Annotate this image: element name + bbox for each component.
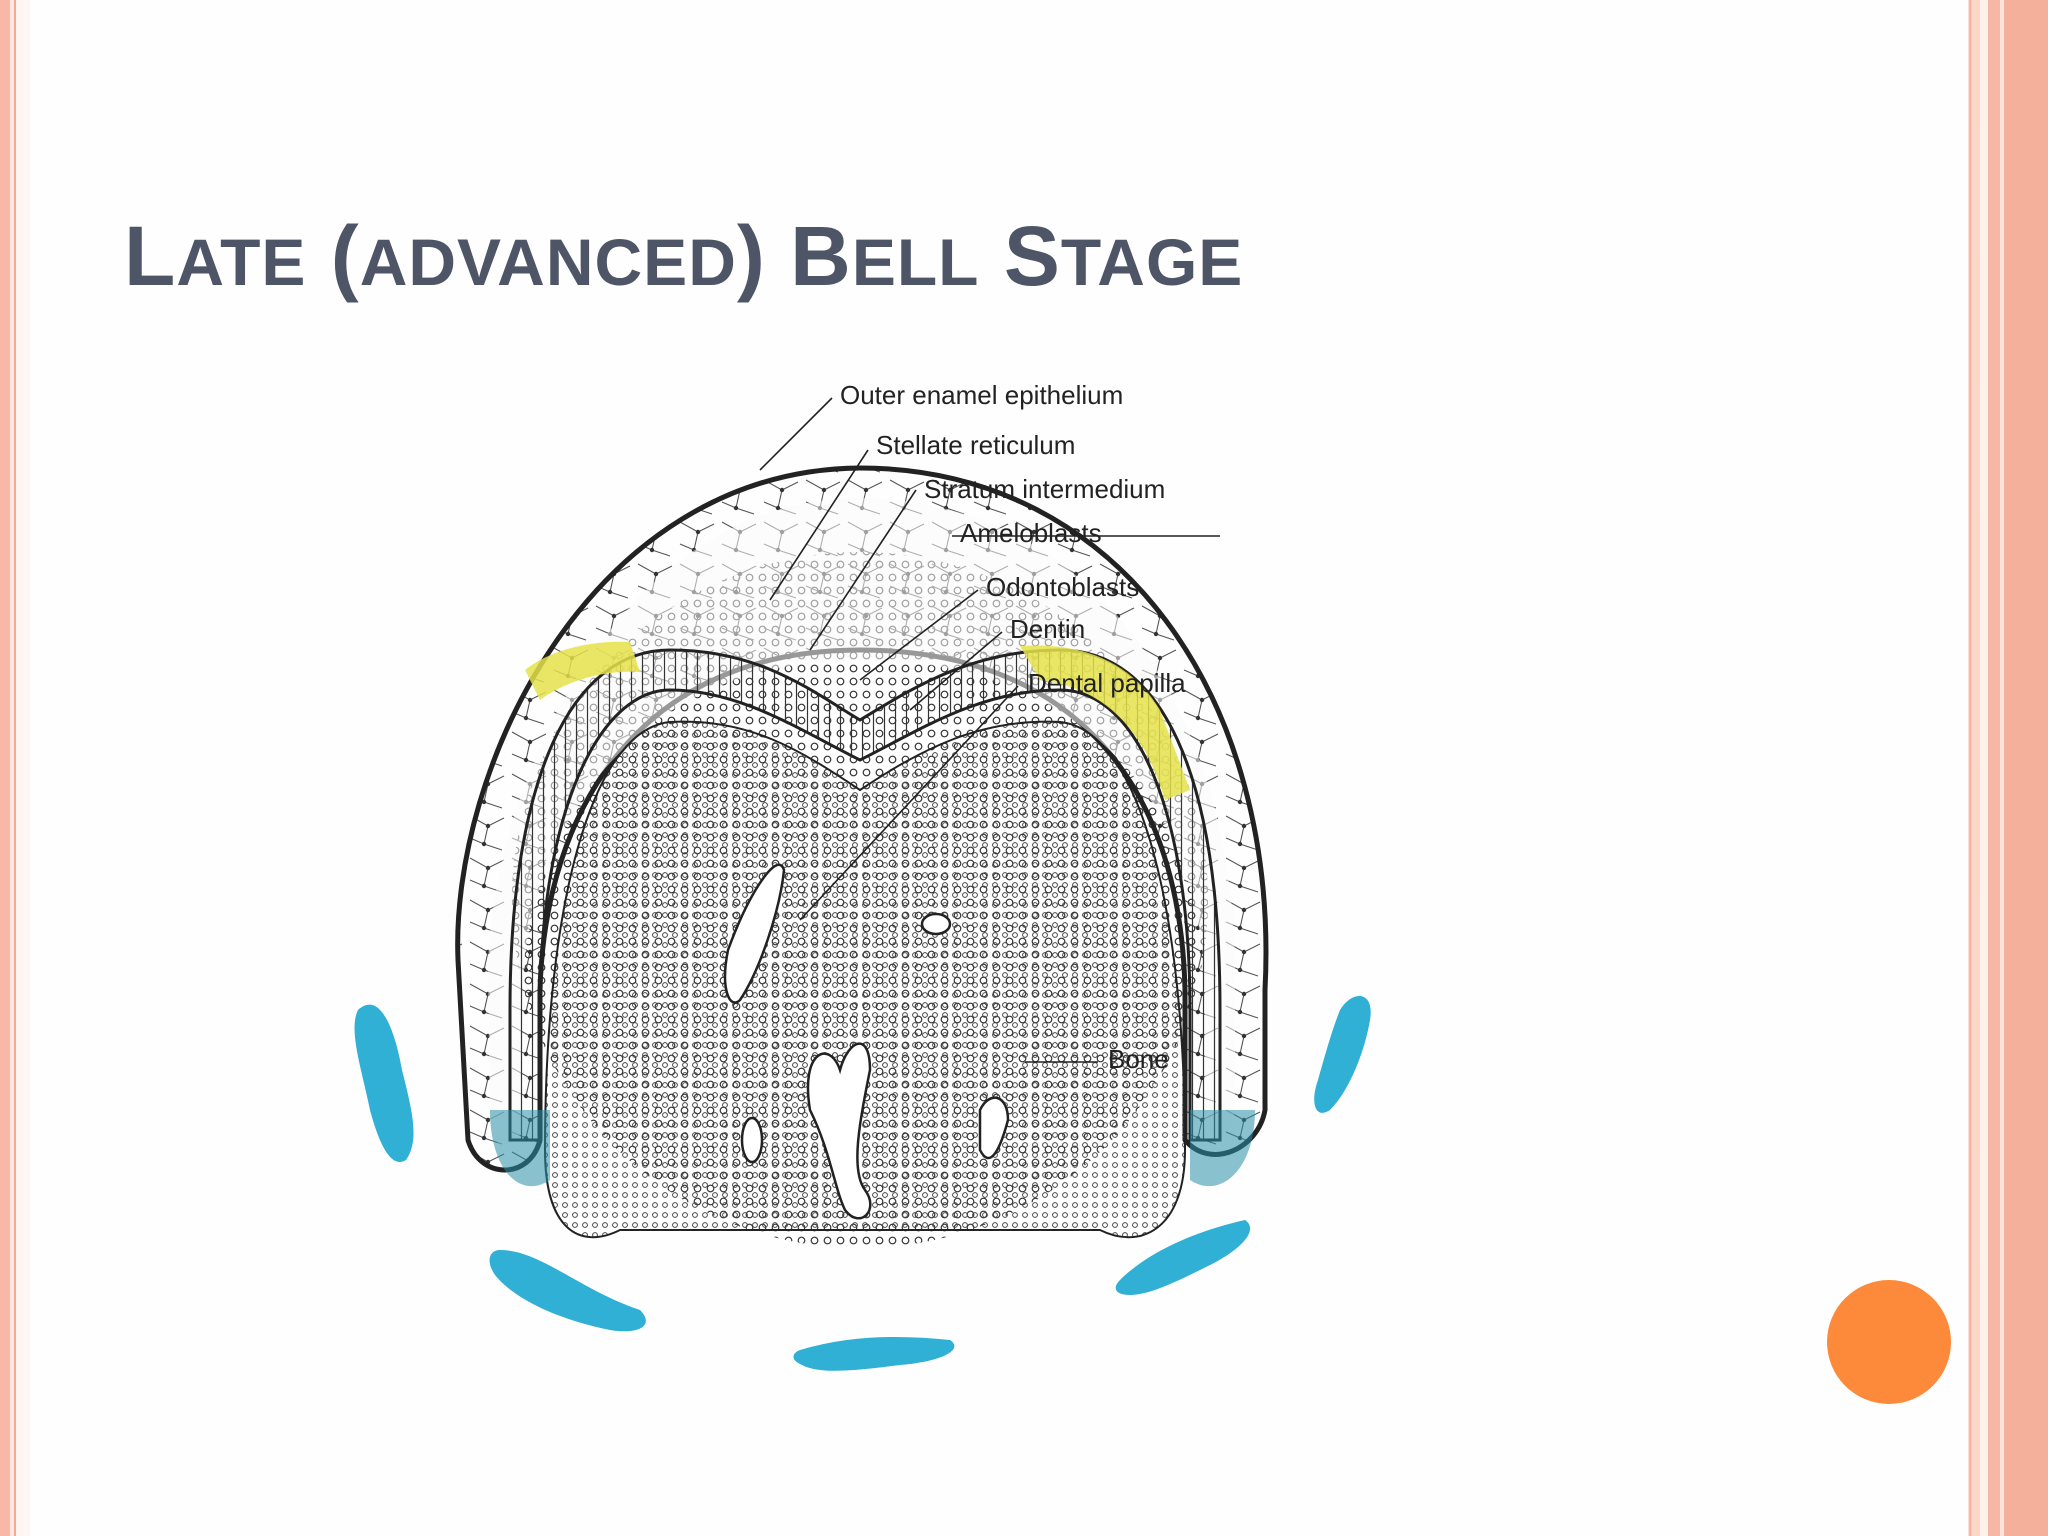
- blood-vessel: [723, 863, 786, 1004]
- cervical-loop-left: [490, 1110, 550, 1187]
- cervical-loop-right: [1190, 1110, 1255, 1187]
- label-outer-enamel-epithelium: Outer enamel epithelium: [840, 380, 1123, 410]
- blood-vessel: [806, 1042, 872, 1220]
- bone-fragment: [1115, 1220, 1251, 1295]
- label-dentin: Dentin: [1010, 614, 1085, 644]
- dentin-highlight-right: [1020, 645, 1190, 800]
- left-border-decoration: [0, 0, 30, 1536]
- bone-fragment: [1314, 996, 1371, 1113]
- bone-fragment: [793, 1337, 955, 1371]
- label-bone: Bone: [1108, 1044, 1169, 1074]
- label-dental-papilla: Dental papilla: [1028, 668, 1186, 698]
- slide-title: LATE (ADVANCED) BELL STAGE: [124, 209, 1244, 303]
- bone-fragment: [489, 1250, 646, 1332]
- bone-fragment: [354, 1004, 414, 1162]
- label-ameloblasts: Ameloblasts: [960, 518, 1102, 548]
- label-odontoblasts: Odontoblasts: [986, 572, 1139, 602]
- blood-vessel: [740, 1116, 764, 1164]
- label-stellate-reticulum: Stellate reticulum: [876, 430, 1075, 460]
- blood-vessel: [920, 912, 952, 936]
- label-stratum-intermedium: Stratum intermedium: [924, 474, 1165, 504]
- dentin-highlight-left: [525, 641, 640, 700]
- dental-papilla: [543, 720, 1187, 1239]
- right-border-decoration: [1968, 0, 2048, 1536]
- orange-accent-dot: [1827, 1280, 1951, 1404]
- tooth-germ-diagram: Outer enamel epithelium Stellate reticul…: [340, 350, 1550, 1460]
- blood-vessel: [978, 1096, 1010, 1160]
